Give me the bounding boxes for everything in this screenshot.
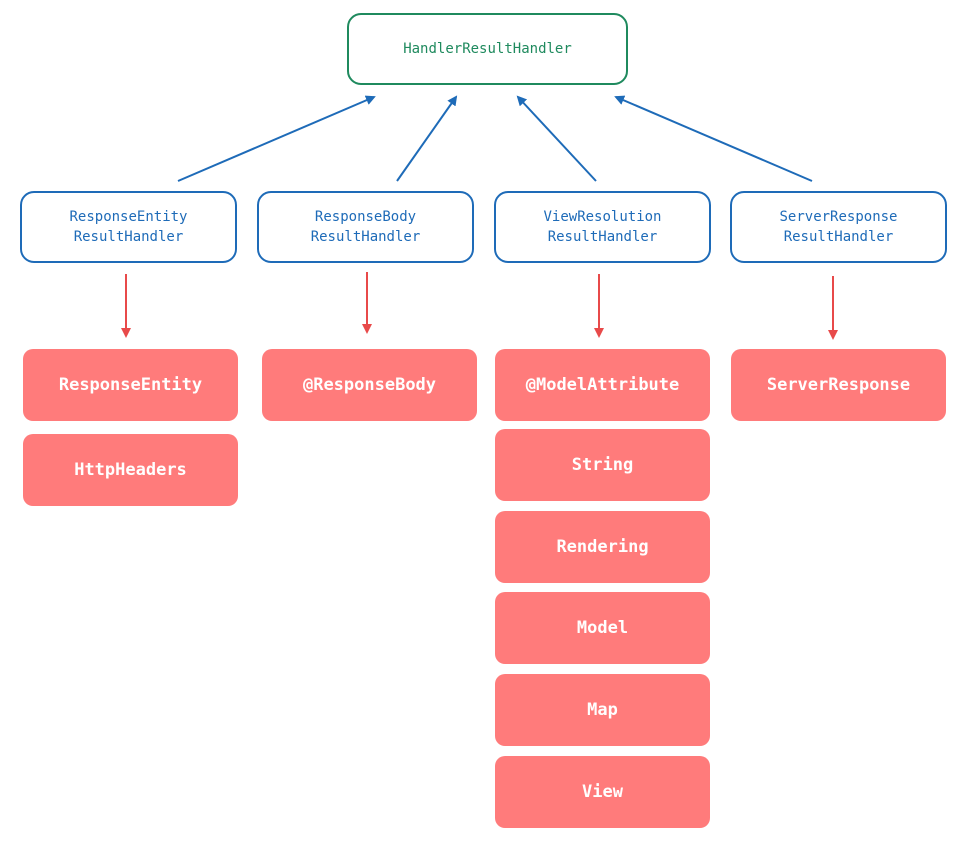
handler-label-line2: ResultHandler [783,229,894,245]
type-label: ResponseEntity [58,375,203,395]
type-node-string: String [495,429,710,501]
type-label: Rendering [556,537,649,557]
root-node-handlerresulthandler: HandlerResultHandler [347,13,628,85]
type-label: @ModelAttribute [525,375,680,395]
type-node-model: Model [495,592,710,664]
type-node-rendering: Rendering [495,511,710,583]
handler-label-line1: ResponseBody [314,209,417,225]
handler-node-viewresolution: ViewResolution ResultHandler [494,191,711,263]
arrow-responsebody-to-root [396,95,458,182]
handler-label-line2: ResultHandler [547,229,658,245]
handler-label-line2: ResultHandler [73,229,184,245]
handler-node-serverresponse: ServerResponse ResultHandler [730,191,947,263]
type-node-map: Map [495,674,710,746]
handler-node-responsebody: ResponseBody ResultHandler [257,191,474,263]
type-label: Map [587,700,618,720]
type-node-view: View [495,756,710,828]
type-node-responseentity: ResponseEntity [23,349,238,421]
arrow-viewresolution-to-root [516,95,597,182]
type-label: HttpHeaders [74,460,187,480]
type-label: View [582,782,623,802]
type-label: ServerResponse [766,375,911,395]
handler-label-line1: ViewResolution [543,209,662,225]
type-node-httpheaders: HttpHeaders [23,434,238,506]
handler-node-responseentity: ResponseEntity ResultHandler [20,191,237,263]
type-node-serverresponse: ServerResponse [731,349,946,421]
type-label: Model [576,618,629,638]
handler-label-line1: ResponseEntity [69,209,188,225]
type-node-modelattribute: @ModelAttribute [495,349,710,421]
handler-label-line1: ServerResponse [779,209,898,225]
root-label: HandlerResultHandler [403,41,572,57]
type-label: String [571,455,634,475]
type-node-responsebody-annotation: @ResponseBody [262,349,477,421]
handler-label-line2: ResultHandler [310,229,421,245]
arrow-serverresponse-to-root [614,95,813,182]
type-label: @ResponseBody [302,375,437,395]
arrow-responseentity-to-root [177,95,376,182]
